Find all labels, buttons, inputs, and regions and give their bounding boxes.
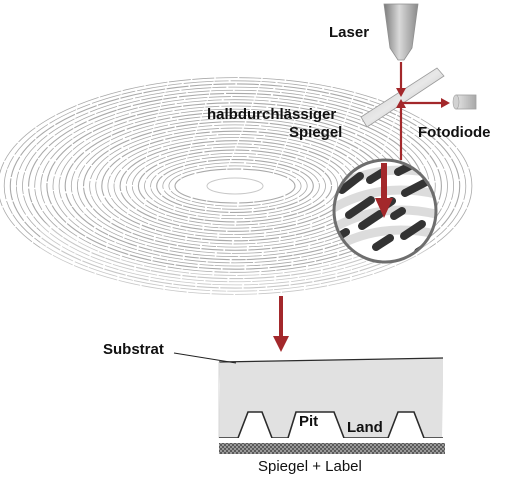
disc-track bbox=[131, 146, 339, 226]
pit-mark bbox=[338, 172, 364, 194]
pit-mark bbox=[345, 196, 375, 219]
disc-track bbox=[9, 83, 461, 289]
mirror-plus-label-caption: Spiegel + Label bbox=[258, 458, 362, 475]
pit-mark bbox=[372, 234, 394, 251]
substrate-label: Substrat bbox=[103, 341, 164, 358]
laser-label: Laser bbox=[329, 24, 370, 41]
disc-track bbox=[150, 155, 320, 216]
disc-hub-ring bbox=[206, 177, 264, 195]
incident-beam-arrowhead bbox=[396, 88, 406, 97]
photodiode-label: Fotodiode bbox=[418, 124, 491, 141]
mirror-label-layer bbox=[219, 443, 445, 454]
disc-track bbox=[22, 89, 448, 283]
disc-track bbox=[28, 92, 442, 280]
cross-section-arrowhead bbox=[273, 336, 289, 352]
disc-track bbox=[162, 162, 308, 210]
disc-track bbox=[101, 130, 369, 242]
detector-beam-arrowhead bbox=[441, 98, 450, 108]
focus-beam-arrowhead bbox=[375, 198, 393, 218]
pit-label: Pit bbox=[299, 413, 319, 430]
disc-track bbox=[119, 140, 351, 232]
disc-track bbox=[0, 77, 473, 295]
pit-mark bbox=[400, 220, 426, 240]
half-mirror bbox=[360, 67, 445, 128]
disc-track bbox=[144, 152, 326, 220]
pit-mark bbox=[390, 207, 406, 220]
photodiode bbox=[452, 94, 477, 110]
disc-track bbox=[34, 96, 436, 276]
laser-emitter bbox=[383, 3, 419, 61]
pit-mark bbox=[358, 210, 384, 230]
disc-track bbox=[3, 80, 467, 292]
disc-track bbox=[107, 133, 363, 239]
disc-track bbox=[168, 165, 302, 207]
substrate-top-surface bbox=[218, 357, 444, 363]
disc-track bbox=[137, 149, 333, 223]
substrate-pointer bbox=[173, 352, 237, 364]
cross-section bbox=[173, 352, 445, 454]
land-label: Land bbox=[347, 419, 383, 436]
disc-track bbox=[174, 168, 296, 204]
disc-track bbox=[156, 159, 314, 214]
pit-land-profile bbox=[219, 411, 443, 439]
pit-mark bbox=[366, 168, 387, 184]
disc-shading bbox=[40, 220, 430, 300]
disc-track bbox=[15, 86, 455, 286]
laser-beams bbox=[273, 62, 450, 352]
disc-track bbox=[95, 127, 375, 245]
substrate-body bbox=[219, 358, 443, 438]
mirror-label-line2: Spiegel bbox=[289, 124, 343, 141]
mirror-label-line1: halbdurchlässiger bbox=[207, 106, 337, 123]
